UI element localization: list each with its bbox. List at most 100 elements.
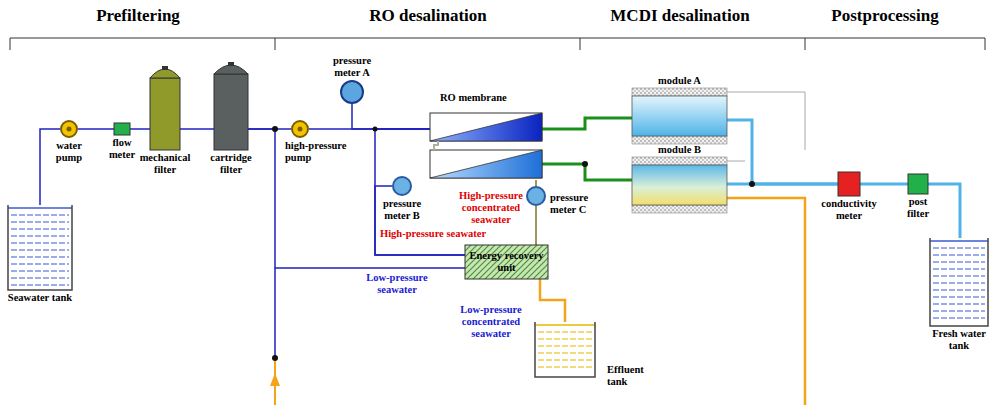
gauge-shape bbox=[393, 177, 411, 195]
box-shape bbox=[908, 174, 928, 194]
filter-dome bbox=[150, 69, 180, 78]
node-label: RO membrane bbox=[440, 92, 507, 104]
junction-dot bbox=[749, 181, 755, 187]
water-surface bbox=[8, 207, 72, 209]
junction-dot bbox=[582, 161, 588, 167]
water-line bbox=[538, 366, 592, 367]
pump-shape bbox=[61, 121, 77, 137]
water-line bbox=[11, 221, 69, 222]
flow-meter: flow meter bbox=[114, 123, 130, 135]
filter-dome bbox=[214, 65, 248, 74]
post-filter: post filter bbox=[908, 174, 928, 194]
pipe-line bbox=[180, 128, 214, 130]
node-outline bbox=[430, 105, 542, 180]
node-label: Effluent tank bbox=[607, 364, 652, 388]
pipe-line bbox=[130, 128, 150, 130]
node-outline bbox=[632, 157, 727, 213]
flow-label: High-pressure concentrated seawater bbox=[455, 190, 527, 226]
inflow-arrowhead bbox=[270, 373, 280, 386]
node-outline bbox=[392, 176, 412, 196]
water-line bbox=[538, 331, 592, 332]
node-outline bbox=[8, 205, 72, 290]
module-shape bbox=[632, 157, 727, 213]
section-heading: Postprocessing bbox=[831, 6, 938, 26]
electrode bbox=[632, 136, 727, 144]
flow-label: Low-pressure concentrated seawater bbox=[452, 304, 530, 340]
ro-shape bbox=[430, 113, 542, 178]
mcdi-module: module B bbox=[632, 157, 727, 213]
water-line bbox=[933, 247, 985, 248]
node-label: high-pressure pump bbox=[285, 140, 360, 164]
fresh-water-tank: Fresh water tank bbox=[930, 238, 988, 326]
membrane-housing bbox=[430, 150, 542, 178]
effluent-tank: Effluent tank bbox=[535, 322, 595, 377]
gauge-shape bbox=[341, 81, 363, 103]
node-label: pressure meter B bbox=[380, 198, 425, 222]
water-line bbox=[11, 228, 69, 229]
ro-membrane: RO membrane bbox=[430, 105, 542, 180]
junction-dot bbox=[272, 126, 278, 132]
node-outline bbox=[930, 238, 988, 326]
node-outline bbox=[114, 123, 130, 135]
tank-wall bbox=[535, 322, 595, 377]
node-outline bbox=[340, 80, 364, 104]
seawater-tank: Seawater tank bbox=[8, 205, 72, 290]
membrane-housing bbox=[430, 113, 542, 141]
meter-body bbox=[114, 123, 130, 135]
filter-knob bbox=[228, 62, 234, 66]
water-line bbox=[11, 235, 69, 236]
filter-shape bbox=[150, 66, 180, 150]
junction-dot bbox=[272, 355, 278, 361]
pump-hub bbox=[298, 127, 303, 132]
tank-wall bbox=[930, 238, 988, 326]
pipe-line bbox=[352, 104, 430, 129]
pump-body bbox=[292, 121, 308, 137]
water-line bbox=[933, 282, 985, 283]
node-label: pressure meter A bbox=[329, 55, 375, 79]
water-line bbox=[933, 261, 985, 262]
node-label: conductivity meter bbox=[813, 198, 885, 222]
membrane-sheet bbox=[430, 150, 542, 178]
cartridge-filter: cartridge filter bbox=[214, 62, 248, 150]
tank-shape bbox=[930, 238, 988, 326]
node-label: mechanical filter bbox=[137, 152, 193, 176]
filter-shape bbox=[214, 62, 248, 150]
tank-shape bbox=[8, 205, 72, 290]
water-surface bbox=[535, 324, 595, 326]
node-label: post filter bbox=[901, 196, 935, 220]
pipe-line bbox=[274, 268, 276, 358]
section-bracket bbox=[10, 38, 985, 50]
pump-hub bbox=[67, 127, 72, 132]
pipe-line bbox=[535, 206, 537, 245]
eru-body bbox=[465, 245, 548, 279]
node-label: flow meter bbox=[102, 137, 142, 161]
water-line bbox=[11, 277, 69, 278]
pump-symbol: high-pressure pump bbox=[291, 120, 309, 138]
node-label: module B bbox=[658, 144, 701, 156]
node-label: water pump bbox=[49, 140, 89, 164]
pipe-line bbox=[928, 184, 960, 238]
mcdi-module: module A bbox=[632, 88, 727, 144]
water-line bbox=[933, 268, 985, 269]
water-line bbox=[11, 256, 69, 257]
node-outline bbox=[908, 174, 928, 194]
electrode-wire bbox=[727, 161, 745, 162]
electrode bbox=[632, 205, 727, 213]
water-line bbox=[933, 296, 985, 297]
node-outline bbox=[535, 322, 595, 377]
filter-body bbox=[214, 74, 248, 150]
meter-body bbox=[908, 174, 928, 194]
water-surface bbox=[930, 240, 988, 242]
water-line bbox=[538, 338, 592, 339]
pressure-gauge: pressure meter C bbox=[526, 186, 546, 206]
water-line bbox=[538, 345, 592, 346]
pipe-line bbox=[540, 279, 565, 322]
section-heading: MCDI desalination bbox=[610, 6, 749, 26]
water-line bbox=[933, 254, 985, 255]
node-label: cartridge filter bbox=[206, 152, 256, 176]
node-outline bbox=[632, 88, 727, 144]
water-line bbox=[538, 359, 592, 360]
pump-body bbox=[61, 121, 77, 137]
node-label: Energy recovery unit bbox=[468, 250, 545, 274]
water-line bbox=[933, 317, 985, 318]
